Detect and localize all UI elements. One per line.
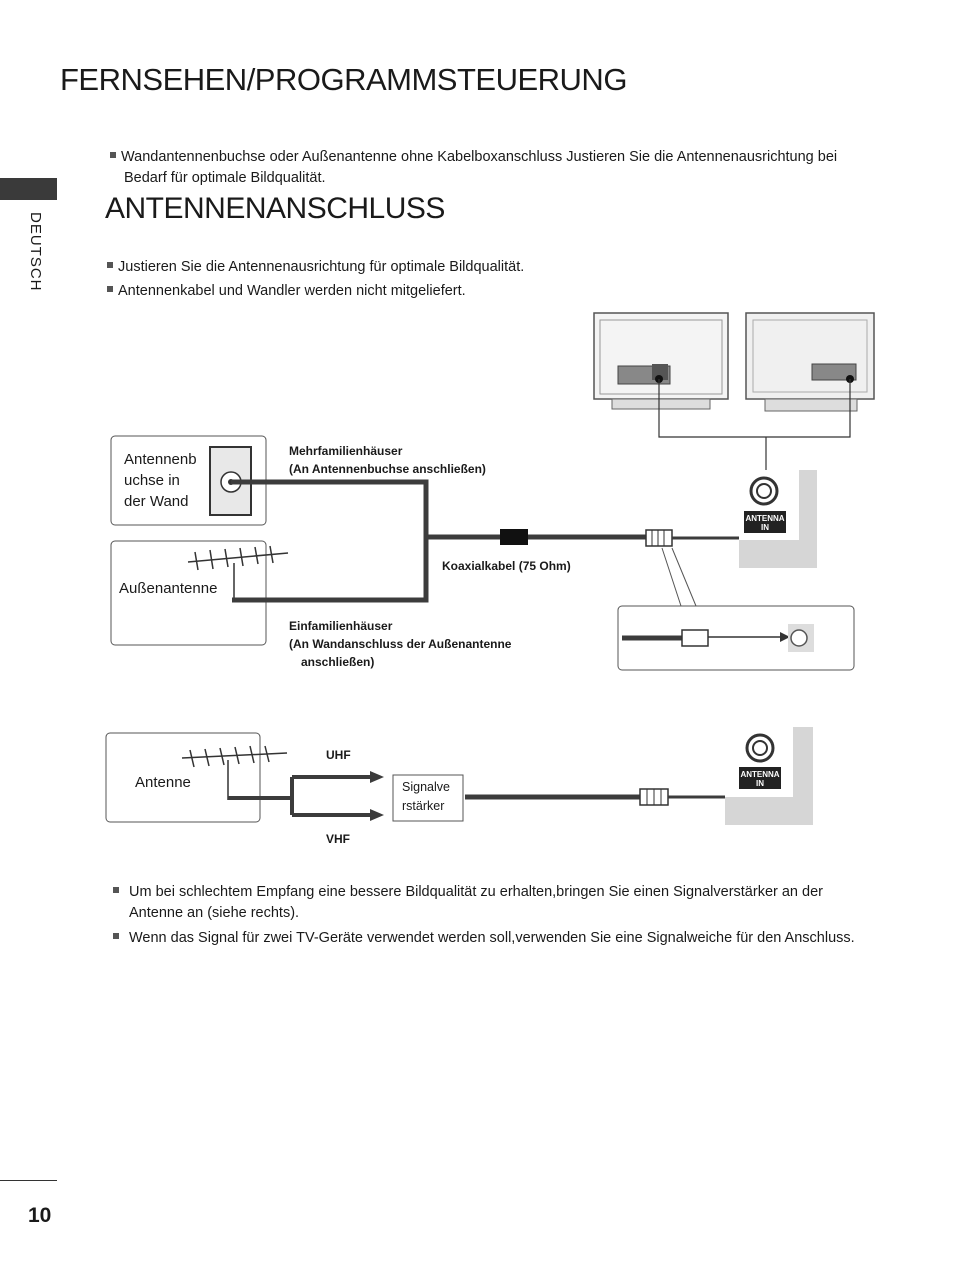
bullet-text-2: Antennenkabel und Wandler werden nicht m…	[118, 283, 466, 299]
cable-path	[231, 479, 429, 603]
section-bullets: Justieren Sie die Antennenausrichtung fü…	[107, 257, 807, 302]
intro-line-1: Wandantennenbuchse oder Außenantenne ohn…	[121, 149, 838, 165]
outdoor-antenna-label: Außenantenne	[119, 580, 218, 597]
coax-label: Koaxialkabel (75 Ohm)	[442, 559, 571, 573]
ferrite-core-icon	[500, 529, 528, 545]
uhf-label: UHF	[326, 748, 351, 762]
tv-back-image-2	[745, 312, 875, 412]
bullet-icon	[113, 887, 119, 894]
tv-back-image-1	[593, 312, 729, 410]
single-family-label: Einfamilienhäuser (An Wandanschluss der …	[289, 619, 512, 669]
language-tab	[0, 178, 57, 200]
bullet-icon	[113, 933, 119, 940]
amplifier-label: Signalve rstärker	[402, 780, 450, 813]
bullet-icon	[107, 286, 113, 293]
note-1-line-1: Um bei schlechtem Empfang eine bessere B…	[129, 884, 823, 900]
vhf-label: VHF	[326, 832, 350, 846]
wall-socket-label: Antennenb uchse in der Wand	[124, 451, 197, 510]
language-label: DEUTSCH	[27, 212, 44, 292]
intro-line-2: Bedarf für optimale Bildqualität.	[124, 170, 326, 186]
port-label-3: ANTENNA	[740, 770, 779, 779]
page-title: FERNSEHEN/PROGRAMMSTEUERUNG	[60, 62, 627, 97]
port-label-1: ANTENNA	[745, 514, 784, 523]
antenna-icon	[181, 745, 288, 800]
intro-text: Wandantennenbuchse oder Außenantenne ohn…	[110, 147, 900, 189]
antenna-label: Antenne	[135, 774, 191, 791]
bullet-icon	[107, 262, 113, 269]
footer-divider	[0, 1180, 57, 1181]
port-label-2: IN	[761, 523, 769, 532]
notes: Um bei schlechtem Empfang eine bessere B…	[113, 882, 913, 949]
port-label-4: IN	[756, 779, 764, 788]
section-title: ANTENNENANSCHLUSS	[105, 192, 445, 225]
amplifier-box	[392, 774, 464, 822]
bullet-text-1: Justieren Sie die Antennenausrichtung fü…	[118, 259, 525, 275]
note-2: Wenn das Signal für zwei TV-Geräte verwe…	[129, 930, 855, 946]
bullet-icon	[110, 152, 116, 159]
plug-detail-box	[617, 605, 855, 671]
coax-plug-icon	[645, 529, 673, 547]
multi-family-label: Mehrfamilienhäuser (An Antennenbuchse an…	[289, 444, 486, 476]
note-1-line-2: Antenne an (siehe rechts).	[129, 905, 300, 921]
page-number: 10	[28, 1204, 52, 1227]
outdoor-antenna-icon	[187, 545, 289, 600]
